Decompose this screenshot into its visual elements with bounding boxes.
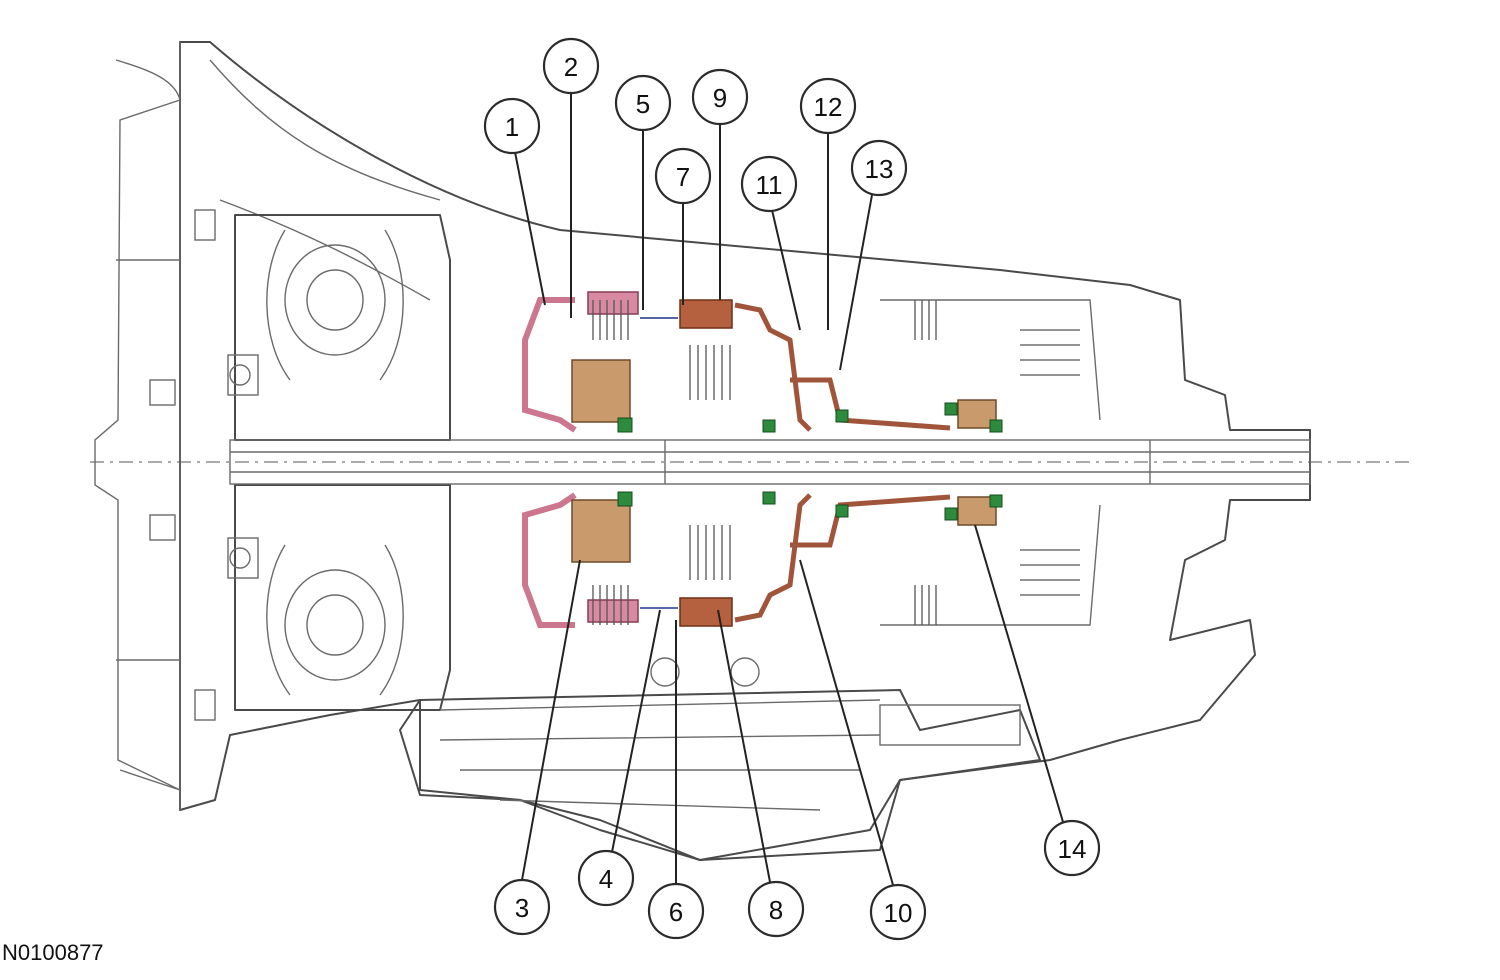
callout-4: 4 [577,849,635,907]
torque-converter [149,209,451,721]
callout-label: 11 [756,170,783,200]
callout-6: 6 [647,882,705,940]
callout-label: 5 [636,89,650,119]
callout-label: 6 [669,897,683,927]
callout-9: 9 [691,68,749,126]
callout-label: 9 [713,83,727,113]
callout-label: 7 [676,162,690,192]
callout-5: 5 [614,74,672,132]
callout-label: 3 [515,893,529,923]
callout-label: 8 [769,895,783,925]
callout-label: 14 [1058,834,1087,864]
callout-3: 3 [493,878,551,936]
callout-13: 13 [850,139,908,197]
callout-10: 10 [869,883,927,941]
transmission-case [94,41,1311,861]
rear-planetary-gearset [880,299,1101,626]
callout-2: 2 [542,37,600,95]
forward-direct-clutch-assembly [640,299,951,627]
callout-1: 1 [483,97,541,155]
coast-clutch-assembly [522,291,639,628]
callout-label: 13 [865,154,894,184]
callout-12: 12 [799,77,857,135]
front-planetary-gearset [571,359,633,563]
callout-label: 4 [599,864,613,894]
callout-label: 1 [505,112,519,142]
callout-14: 14 [1043,819,1101,877]
callout-label: 12 [814,92,843,122]
input-output-shaft [229,439,1311,485]
callout-leader-lines [514,92,1064,886]
figure-id-label: N0100877 [2,940,104,965]
callout-8: 8 [747,880,805,938]
callout-label: 10 [884,898,913,928]
callout-7: 7 [654,147,712,205]
valve-body [419,657,1041,861]
callout-label: 2 [564,52,578,82]
callout-11: 11 [740,155,798,213]
